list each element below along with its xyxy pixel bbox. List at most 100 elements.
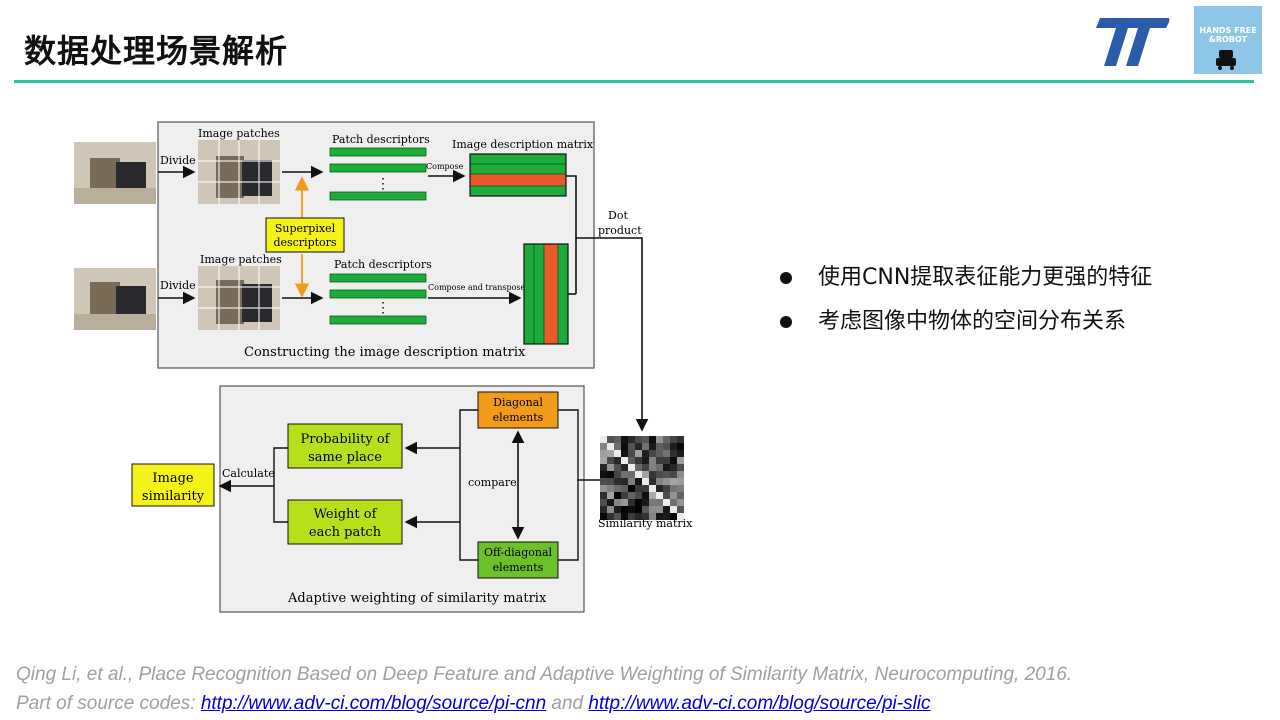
similarity-cell — [621, 436, 628, 443]
matrix-row — [469, 185, 567, 197]
diagonal-box — [477, 391, 559, 429]
similarity-cell — [600, 436, 607, 443]
similarity-cell — [649, 464, 656, 471]
similarity-cell — [607, 499, 614, 506]
similarity-cell — [635, 464, 642, 471]
similarity-cell — [642, 457, 649, 464]
source-photo-bottom — [74, 268, 156, 330]
similarity-cell — [635, 485, 642, 492]
label-adaptive: Adaptive weighting of similarity matrix — [287, 591, 547, 606]
similarity-cell — [600, 457, 607, 464]
similarity-cell — [607, 471, 614, 478]
weight-box — [287, 499, 403, 545]
label-offdiag-2: elements — [493, 561, 544, 574]
similarity-cell — [614, 506, 621, 513]
logo-line-1: HANDS FREE — [1199, 26, 1257, 35]
title-divider — [14, 80, 1254, 83]
similarity-cell — [614, 436, 621, 443]
similarity-cell — [621, 513, 628, 520]
similarity-cell — [656, 457, 663, 464]
image-similarity-box — [131, 463, 215, 507]
similarity-cell — [649, 436, 656, 443]
similarity-cell — [642, 471, 649, 478]
similarity-cell — [614, 478, 621, 485]
similarity-cell — [614, 492, 621, 499]
tt-logo-icon: TT — [1096, 18, 1170, 66]
probability-box — [287, 423, 403, 469]
similarity-cell — [628, 457, 635, 464]
similarity-cell — [628, 499, 635, 506]
similarity-cell — [614, 471, 621, 478]
similarity-cell — [663, 471, 670, 478]
label-dot-1: Dot — [608, 209, 628, 222]
similarity-cell — [607, 478, 614, 485]
label-constructing: Constructing the image description matri… — [244, 345, 526, 360]
label-weight-2: each patch — [309, 525, 382, 540]
matrix-frame — [469, 153, 567, 197]
similarity-cell — [677, 443, 684, 450]
bullet-list: 使用CNN提取表征能力更强的特征 考虑图像中物体的空间分布关系 — [780, 256, 1152, 344]
similarity-cell — [621, 492, 628, 499]
similarity-cell — [635, 436, 642, 443]
similarity-cell — [600, 499, 607, 506]
label-calculate: Calculate — [222, 467, 275, 480]
similarity-cell — [600, 443, 607, 450]
similarity-cell — [607, 443, 614, 450]
label-compose-transpose: Compose and transpose — [428, 283, 526, 292]
similarity-cell — [621, 450, 628, 457]
similarity-cell — [635, 506, 642, 513]
similarity-cell — [607, 457, 614, 464]
similarity-cell — [649, 478, 656, 485]
similarity-cell — [677, 499, 684, 506]
similarity-cell — [670, 436, 677, 443]
similarity-cell — [649, 457, 656, 464]
similarity-cell — [621, 471, 628, 478]
similarity-cell — [600, 471, 607, 478]
similarity-cell — [677, 513, 684, 520]
similarity-cell — [649, 492, 656, 499]
citation-prefix: Part of source codes: — [16, 693, 201, 714]
similarity-cell — [649, 443, 656, 450]
similarity-cell — [621, 506, 628, 513]
source-link-pi-slic[interactable]: http://www.adv-ci.com/blog/source/pi-sli… — [588, 693, 931, 714]
descriptor-bar — [329, 191, 427, 201]
similarity-cell — [677, 506, 684, 513]
similarity-cell — [635, 457, 642, 464]
matrix-col — [533, 243, 545, 345]
label-superpixel-2: descriptors — [273, 236, 336, 249]
label-superpixel-1: Superpixel — [275, 222, 336, 235]
label-imgsim-1: Image — [152, 471, 194, 486]
off-diagonal-box — [477, 541, 559, 579]
similarity-cell — [663, 443, 670, 450]
label-divide-top: Divide — [160, 154, 196, 167]
label-patch-descriptors-top: Patch descriptors — [332, 133, 430, 146]
similarity-cell — [649, 513, 656, 520]
superpixel-box — [265, 217, 345, 253]
label-divide-bottom: Divide — [160, 279, 196, 292]
label-image-description-matrix: Image description matrix — [452, 138, 594, 151]
similarity-cell — [621, 443, 628, 450]
label-diagonal-2: elements — [493, 411, 544, 424]
similarity-cell — [628, 436, 635, 443]
similarity-cell — [614, 450, 621, 457]
similarity-cell — [656, 464, 663, 471]
bullet-item: 考虑图像中物体的空间分布关系 — [780, 300, 1152, 344]
similarity-cell — [635, 492, 642, 499]
label-compare: compare — [468, 476, 517, 489]
pipeline-diagram: Image patches Image patches Divide Divid… — [74, 121, 693, 613]
similarity-cell — [642, 485, 649, 492]
source-photo-top — [74, 142, 156, 204]
similarity-cell — [607, 464, 614, 471]
vdots-top: ⋮ — [376, 176, 390, 192]
similarity-cell — [614, 485, 621, 492]
source-link-pi-cnn[interactable]: http://www.adv-ci.com/blog/source/pi-cnn — [200, 693, 547, 714]
similarity-cell — [621, 464, 628, 471]
similarity-cell — [642, 506, 649, 513]
similarity-cell — [677, 457, 684, 464]
similarity-cell — [635, 513, 642, 520]
similarity-cell — [600, 485, 607, 492]
similarity-cell — [670, 443, 677, 450]
similarity-cell — [600, 478, 607, 485]
patched-photo-top — [198, 140, 280, 204]
similarity-cell — [670, 450, 677, 457]
